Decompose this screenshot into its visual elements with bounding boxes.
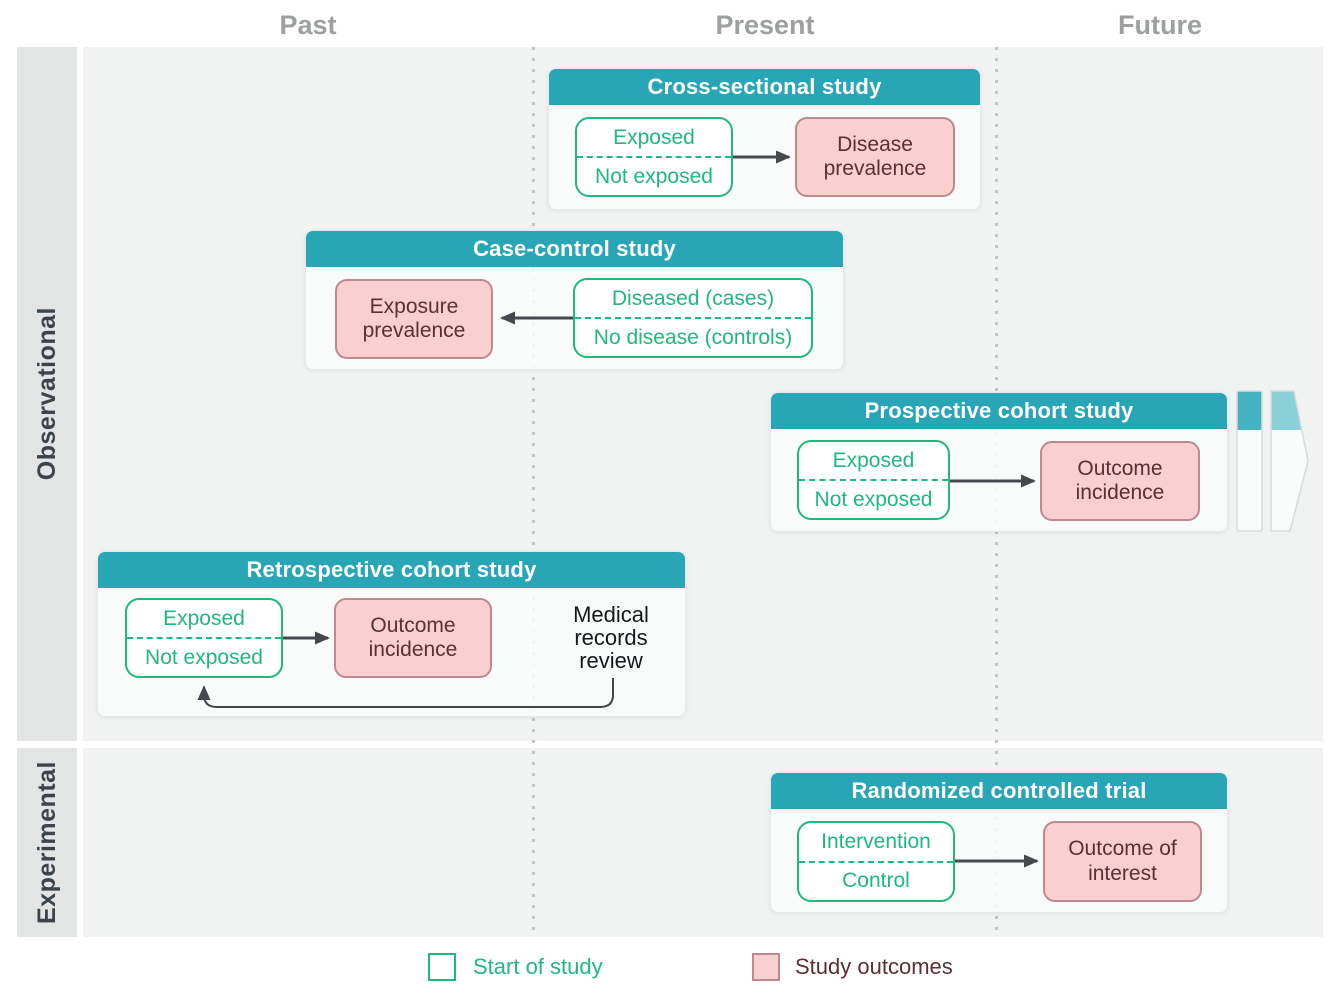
- card-title: Cross-sectional study: [549, 69, 980, 105]
- row-label-observational: Observational: [17, 47, 77, 741]
- legend-start-swatch: [428, 953, 456, 981]
- outcome-box: Outcome incidence: [334, 598, 492, 678]
- card-title: Retrospective cohort study: [98, 552, 685, 588]
- card-title: Prospective cohort study: [771, 393, 1227, 429]
- start-of-study-box: Exposed Not exposed: [797, 440, 950, 520]
- start-of-study-box: Exposed Not exposed: [125, 598, 283, 678]
- start-box-bottom-label: No disease (controls): [593, 325, 793, 349]
- legend-start-label: Start of study: [473, 954, 603, 979]
- timeline-label-present: Present: [715, 10, 815, 40]
- start-box-bottom-label: Not exposed: [595, 164, 713, 188]
- legend-outcomes-label: Study outcomes: [795, 954, 953, 979]
- outcome-box: Outcome incidence: [1040, 441, 1200, 521]
- outcome-box: Disease prevalence: [795, 117, 955, 197]
- start-box-top-label: Exposed: [832, 448, 915, 472]
- dashed-divider: [799, 479, 948, 481]
- dashed-divider: [577, 156, 731, 158]
- start-box-bottom-label: Not exposed: [145, 645, 263, 669]
- outcome-box: Outcome of interest: [1043, 821, 1202, 902]
- past-present-boundary-line: [532, 47, 535, 937]
- timeline-label-future: Future: [1118, 10, 1202, 40]
- card-title: Randomized controlled trial: [771, 773, 1227, 809]
- start-box-top-label: Exposed: [613, 125, 695, 149]
- start-of-study-box: Diseased (cases) No disease (controls): [573, 278, 813, 358]
- dashed-divider: [799, 860, 953, 863]
- start-box-bottom-label: Not exposed: [814, 487, 933, 511]
- dashed-divider: [127, 637, 281, 639]
- outcome-box: Exposure prevalence: [335, 279, 493, 359]
- start-box-top-label: Diseased (cases): [611, 286, 775, 310]
- start-box-bottom-label: Control: [842, 869, 910, 893]
- row-label-experimental: Experimental: [17, 748, 77, 937]
- timeline-label-past: Past: [279, 10, 337, 40]
- start-box-top-label: Intervention: [821, 829, 931, 853]
- medical-records-review-note: Medical records review: [573, 602, 649, 674]
- legend-outcomes-swatch: [752, 953, 780, 981]
- start-box-top-label: Exposed: [163, 606, 245, 630]
- start-of-study-box: Exposed Not exposed: [575, 117, 733, 197]
- card-title: Case-control study: [306, 231, 843, 267]
- dashed-divider: [575, 317, 811, 319]
- start-of-study-box: Intervention Control: [797, 821, 955, 902]
- future-continuation-strips: [1236, 390, 1309, 532]
